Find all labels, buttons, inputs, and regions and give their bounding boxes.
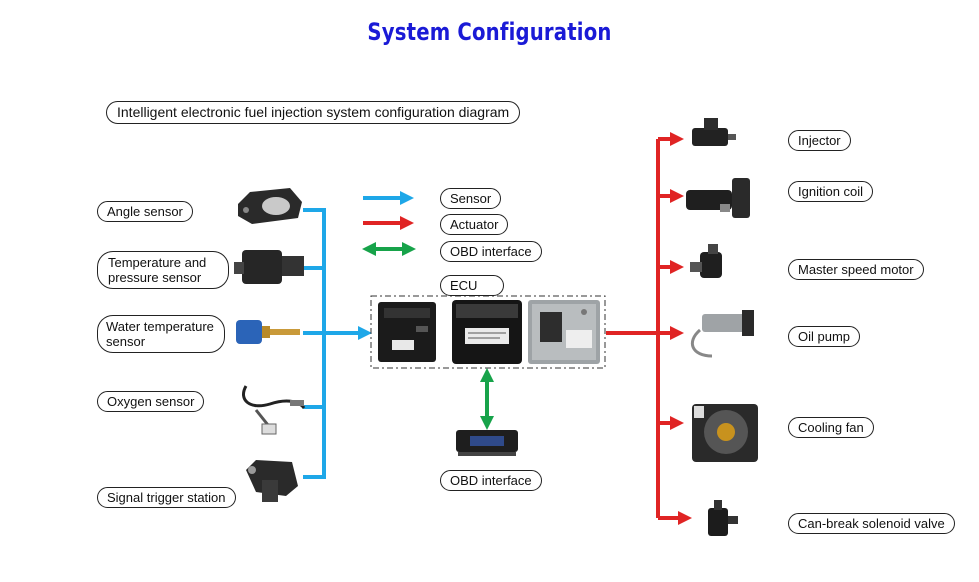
legend-obd-label: OBD interface [440,241,542,262]
legend-sensor-label: Sensor [440,188,502,209]
angle-sensor-icon [238,188,302,224]
legend-obd-arrow [362,242,416,256]
diagram-subtitle: Intelligent electronic fuel injection sy… [106,101,521,124]
temperature-pressure-sensor-label: Temperature and pressure sensor [97,251,229,289]
legend-sensor-arrow [363,191,414,205]
legend-actuator-arrow [363,216,414,230]
actuator-arrowheads [670,132,692,525]
angle-sensor-label: Angle sensor [97,201,193,222]
solenoid-valve-icon [708,500,738,536]
obd-link [480,368,494,430]
obd-interface-label: OBD interface [440,470,542,491]
water-temperature-sensor-icon [236,320,300,344]
actuator-bus [606,137,680,520]
ignition-coil-icon [686,178,750,218]
temperature-pressure-sensor-icon [234,250,304,284]
cooling-fan-icon [692,404,758,462]
oxygen-sensor-label: Oxygen sensor [97,391,205,412]
master-speed-motor-icon [690,244,722,278]
ecu-unit-1-icon [378,302,436,362]
ecu-frame [370,295,606,369]
solenoid-valve-label: Can-break solenoid valve [788,513,955,534]
injector-label: Injector [788,130,851,151]
page-title: System Configuration [367,18,612,46]
obd-connector-icon [456,430,518,456]
signal-trigger-station-label: Signal trigger station [97,487,236,508]
cooling-fan-label: Cooling fan [788,417,874,438]
oil-pump-label: Oil pump [788,326,861,347]
oxygen-sensor-icon [242,385,306,435]
master-speed-motor-label: Master speed motor [788,259,924,280]
ecu-unit-3-icon [528,300,600,364]
sensor-bus [303,208,360,479]
injector-icon [692,118,736,146]
oil-pump-icon [690,310,754,358]
water-temperature-sensor-label: Water temperature sensor [97,315,225,353]
sensor-input-arrowhead [358,326,372,340]
signal-trigger-station-icon [246,460,298,502]
ecu-unit-2-icon [452,300,522,364]
ecu-label: ECU [440,275,504,296]
ignition-coil-label: Ignition coil [788,181,874,202]
legend-actuator-label: Actuator [440,214,509,235]
